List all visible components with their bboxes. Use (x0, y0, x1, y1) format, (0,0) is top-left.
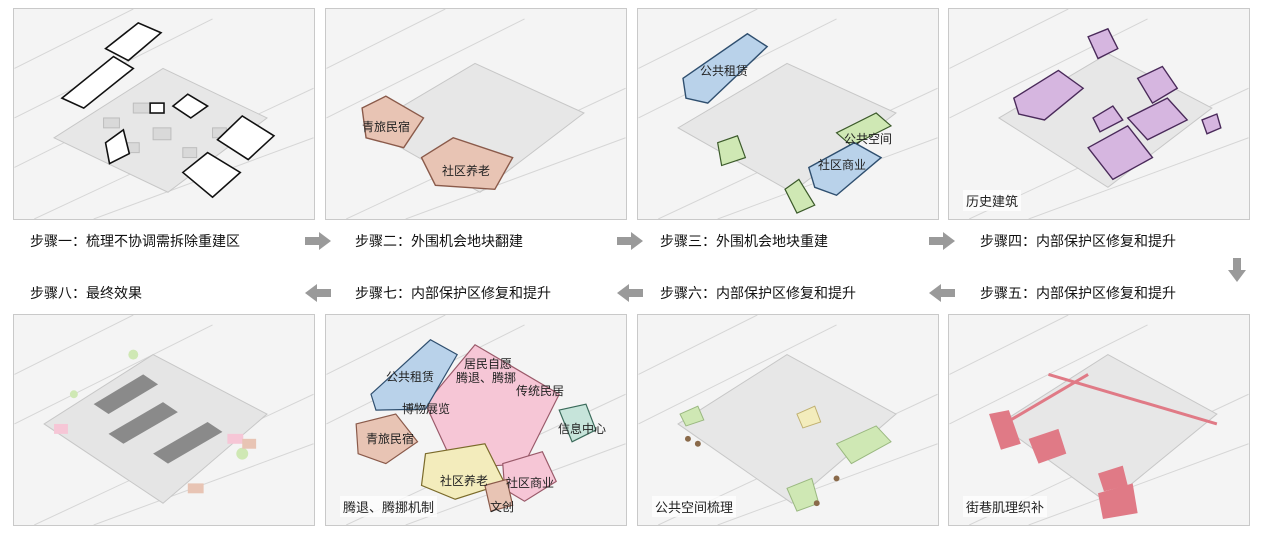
label-elderly: 社区养老 (440, 474, 489, 488)
step7-panel: 公共租赁 居民自愿 腾退、腾挪 传统民居 博物展览 青旅民宿 信息中心 社区养老… (325, 314, 627, 526)
step2-label: 步骤二：外围机会地块翻建 (355, 233, 523, 249)
step8-map (14, 315, 314, 525)
caption-relocation: 腾退、腾挪机制 (340, 496, 438, 517)
step6-panel: 公共空间梳理 (637, 314, 939, 526)
caption-alley-fabric: 街巷肌理织补 (963, 496, 1048, 517)
label-culture: 文创 (490, 500, 515, 514)
step2-map (326, 9, 626, 219)
step1-map (14, 9, 314, 219)
label-voluntary-1: 居民自愿 (464, 357, 513, 371)
step1-panel (13, 8, 315, 220)
arrow-down-icon (1228, 258, 1246, 282)
step7-map (326, 315, 626, 525)
step5-map (949, 315, 1249, 525)
step3-map (638, 9, 938, 219)
step6-map (638, 315, 938, 525)
label-commerce: 社区商业 (506, 476, 555, 490)
step8-panel (13, 314, 315, 526)
label-hostel: 青旅民宿 (366, 432, 415, 446)
caption-public-space: 公共空间梳理 (652, 496, 737, 517)
caption-historic: 历史建筑 (963, 190, 1022, 211)
label-commerce: 社区商业 (818, 158, 867, 172)
arrow-left-icon (617, 284, 643, 302)
label-elderly: 社区养老 (442, 164, 491, 178)
step3-panel: 公共租赁 公共空间 社区商业 (637, 8, 939, 220)
step7-label: 步骤七：内部保护区修复和提升 (355, 285, 551, 301)
hostel-block (361, 95, 425, 149)
label-museum: 博物展览 (402, 402, 451, 416)
step5-label: 步骤五：内部保护区修复和提升 (980, 285, 1176, 301)
step4-map (949, 9, 1249, 219)
label-public-space: 公共空间 (844, 132, 893, 146)
label-rental: 公共租赁 (386, 370, 435, 384)
arrow-right-icon (929, 232, 955, 250)
step2-panel: 青旅民宿 社区养老 (325, 8, 627, 220)
arrow-right-icon (617, 232, 643, 250)
step6-label: 步骤六：内部保护区修复和提升 (660, 285, 856, 301)
step5-panel: 街巷肌理织补 (948, 314, 1250, 526)
label-traditional: 传统民居 (516, 384, 565, 398)
arrow-left-icon (305, 284, 331, 302)
elderly-block (420, 137, 514, 191)
step1-label: 步骤一：梳理不协调需拆除重建区 (30, 233, 240, 249)
step3-label: 步骤三：外围机会地块重建 (660, 233, 828, 249)
step4-label: 步骤四：内部保护区修复和提升 (980, 233, 1176, 249)
arrow-left-icon (929, 284, 955, 302)
label-voluntary-2: 腾退、腾挪 (456, 371, 517, 385)
rental-block (682, 32, 769, 104)
commerce-block (807, 141, 883, 197)
step4-panel: 历史建筑 (948, 8, 1250, 220)
label-rental: 公共租赁 (700, 64, 749, 78)
label-info: 信息中心 (558, 422, 607, 436)
label-hostel: 青旅民宿 (362, 120, 411, 134)
step8-label: 步骤八：最终效果 (30, 285, 142, 301)
arrow-right-icon (305, 232, 331, 250)
